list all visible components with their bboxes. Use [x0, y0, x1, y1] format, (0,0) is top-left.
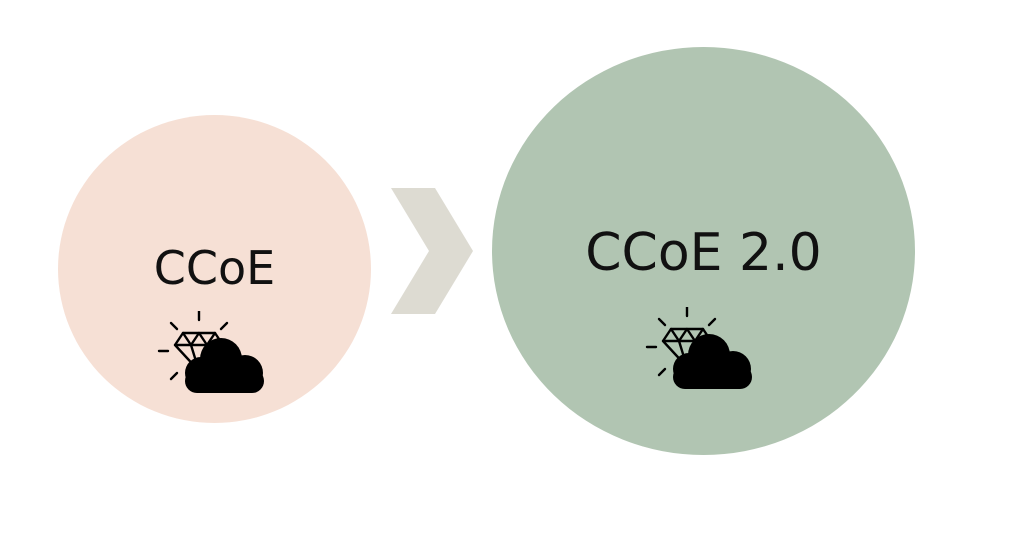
- diamond-cloud-icon: [157, 311, 264, 393]
- ccoe-label: CCoE: [153, 241, 276, 295]
- ccoe-2-circle: CCoE 2.0: [492, 47, 915, 455]
- chevron-right-icon: [391, 188, 473, 314]
- diamond-cloud-icon: [645, 307, 752, 389]
- ccoe-2-label: CCoE 2.0: [585, 223, 822, 283]
- ccoe-circle: CCoE: [58, 115, 371, 423]
